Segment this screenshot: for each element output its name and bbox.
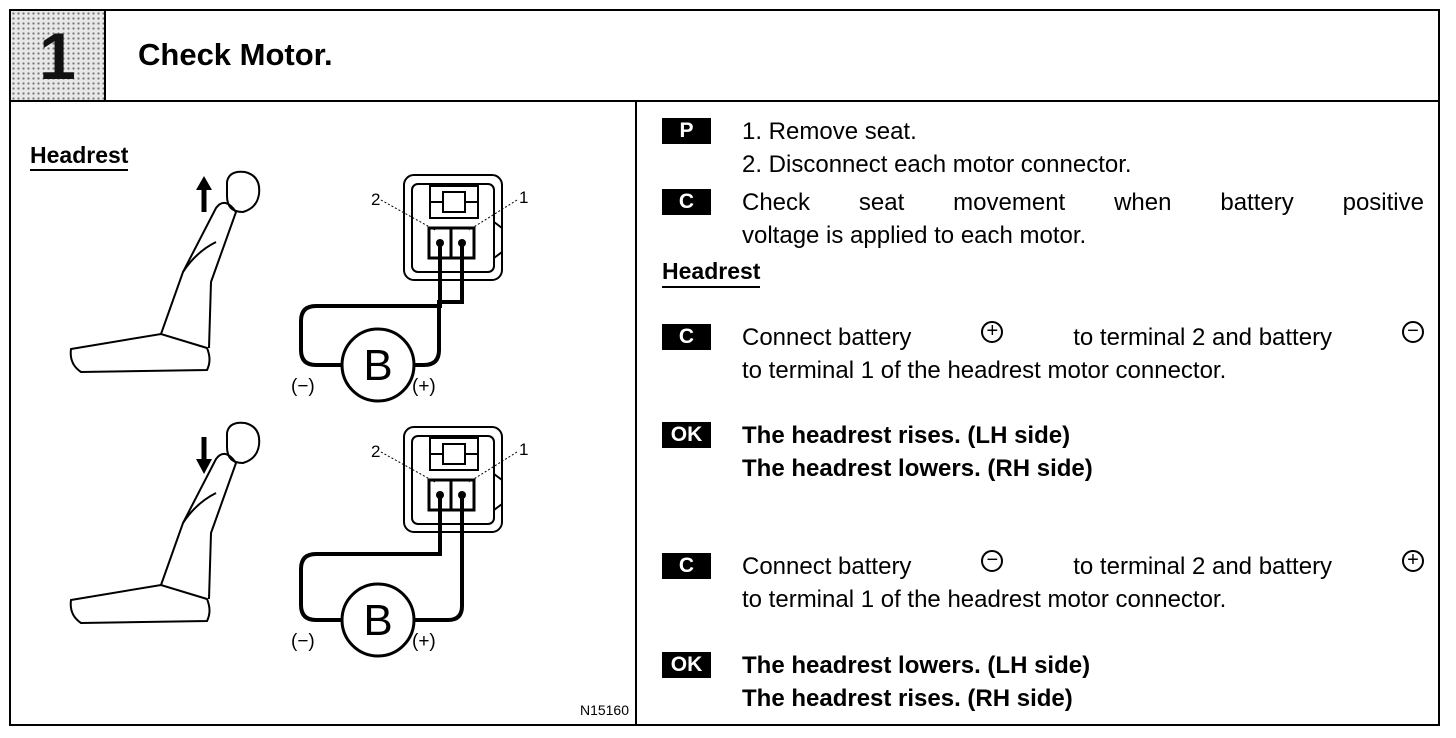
result-1-line2: The headrest lowers. (RH side) — [742, 455, 1093, 482]
figure-code: N15160 — [579, 702, 629, 718]
check-badge-2: C — [662, 324, 711, 350]
connector-up — [403, 174, 503, 281]
leader-lines-down — [380, 451, 518, 483]
illustration-panel: Headrest — [11, 102, 637, 724]
terminal-1-label-up: 1 — [519, 188, 528, 207]
connector-down — [403, 426, 503, 533]
ok-badge-1: OK — [662, 422, 711, 448]
check-text-1-line2: voltage is applied to each motor. — [742, 222, 1087, 249]
check-text-2-line1: Connect battery + to terminal 2 and batt… — [742, 321, 1424, 354]
battery-up: B — [340, 327, 416, 403]
step-header: 1 Check Motor. — [11, 11, 1438, 102]
terminal-1-label-down: 1 — [519, 440, 528, 459]
prep-step-1: 1. Remove seat. — [742, 118, 917, 145]
check-text-2-b: to terminal 2 and battery — [1073, 324, 1333, 351]
minus-label-up: (−) — [291, 376, 315, 397]
headrest-wiring-diagram: B (−) (+) 2 1 — [69, 170, 528, 658]
minus-label-down: (−) — [291, 631, 315, 652]
terminal-2-label-down: 2 — [371, 442, 380, 461]
procedure-frame: 1 Check Motor. Headrest — [9, 9, 1440, 726]
battery-label-down: B — [363, 596, 392, 645]
minus-circle-icon: − — [981, 550, 1004, 572]
check-text-2-line2: to terminal 1 of the headrest motor conn… — [742, 357, 1227, 384]
page-title: Check Motor. — [138, 37, 333, 72]
arrow-down-icon — [196, 437, 212, 474]
plus-label-down: (+) — [412, 631, 436, 652]
seat-illustration-down — [69, 421, 261, 625]
prep-step-2: 2. Disconnect each motor connector. — [742, 151, 1132, 178]
instructions-panel: P 1. Remove seat. 2. Disconnect each mot… — [639, 102, 1440, 724]
minus-circle-icon: − — [1401, 321, 1424, 343]
result-2-line1: The headrest lowers. (LH side) — [742, 652, 1091, 679]
check-text-3-line2: to terminal 1 of the headrest motor conn… — [742, 586, 1227, 613]
leader-lines-up — [380, 199, 518, 231]
terminal-2-label-up: 2 — [371, 190, 380, 209]
step-number-box: 1 — [11, 11, 106, 100]
result-1-line1: The headrest rises. (LH side) — [742, 422, 1071, 449]
seat-illustration-up — [69, 170, 261, 374]
step-number: 1 — [39, 18, 76, 93]
result-2-line2: The headrest rises. (RH side) — [742, 685, 1073, 712]
wiring-up — [299, 243, 464, 367]
ok-badge-2: OK — [662, 652, 711, 678]
check-badge-1: C — [662, 189, 711, 215]
check-text-3-line1: Connect battery − to terminal 2 and batt… — [742, 550, 1424, 583]
plus-circle-icon: + — [981, 321, 1004, 343]
wiring-down — [299, 495, 464, 622]
check-text-2-a: Connect battery — [742, 324, 912, 351]
check-text-3-a: Connect battery — [742, 553, 912, 580]
arrow-up-icon — [196, 176, 212, 212]
check-text-1-line1: Check seat movement when battery positiv… — [742, 189, 1424, 216]
figure-heading: Headrest — [30, 142, 129, 171]
battery-label-up: B — [363, 341, 392, 390]
plus-circle-icon: + — [1401, 550, 1424, 572]
prep-badge: P — [662, 118, 711, 144]
plus-label-up: (+) — [412, 376, 436, 397]
check-text-3-b: to terminal 2 and battery — [1073, 553, 1333, 580]
check-badge-3: C — [662, 553, 711, 579]
battery-down: B — [340, 582, 416, 658]
section-heading: Headrest — [662, 258, 761, 288]
